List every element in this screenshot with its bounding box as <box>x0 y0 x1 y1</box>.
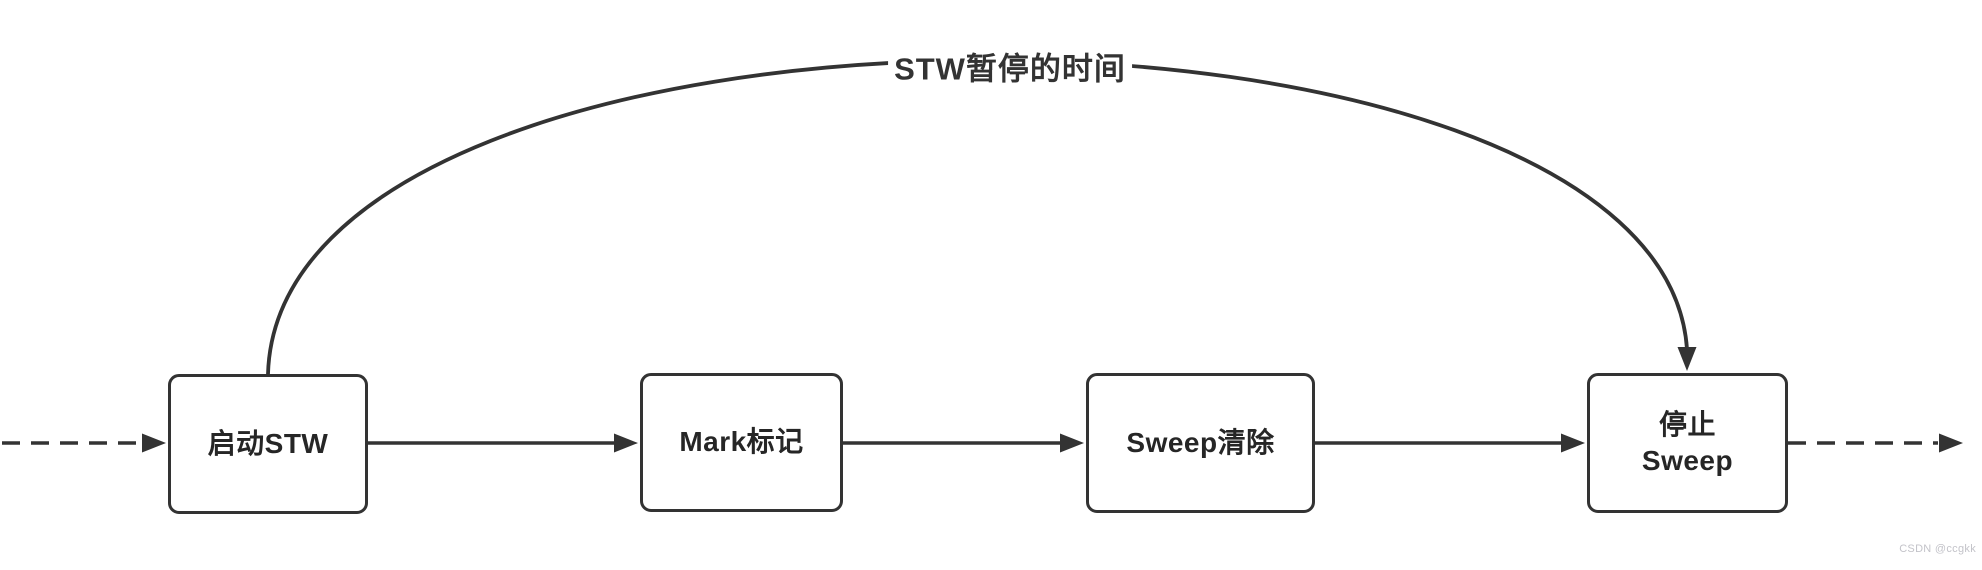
edge-mark-to-sweep-arrowhead-icon <box>1060 433 1084 453</box>
node-stop-sweep: 停止 Sweep <box>1587 373 1788 513</box>
edge-stw-pause-curve <box>266 58 1689 375</box>
edge-start-to-mark-arrowhead-icon <box>614 433 638 453</box>
node-sweep-label: Sweep清除 <box>1126 426 1275 458</box>
node-mark-label: Mark标记 <box>679 426 804 458</box>
node-start-stw-label: 启动STW <box>207 427 329 459</box>
outgoing-arrowhead-icon <box>1939 433 1963 453</box>
incoming-arrowhead-icon <box>142 433 166 453</box>
edge-sweep-to-stop-arrowhead-icon <box>1561 433 1585 453</box>
node-mark: Mark标记 <box>640 373 843 512</box>
stw-pause-arrowhead-icon <box>1677 347 1697 371</box>
node-stop-sweep-label: 停止 Sweep <box>1641 408 1734 476</box>
node-start-stw: 启动STW <box>168 374 368 514</box>
watermark-text: CSDN @ccgkk <box>1899 543 1976 555</box>
stw-pause-label: STW暂停的时间 <box>888 43 1132 89</box>
node-sweep: Sweep清除 <box>1086 373 1315 513</box>
